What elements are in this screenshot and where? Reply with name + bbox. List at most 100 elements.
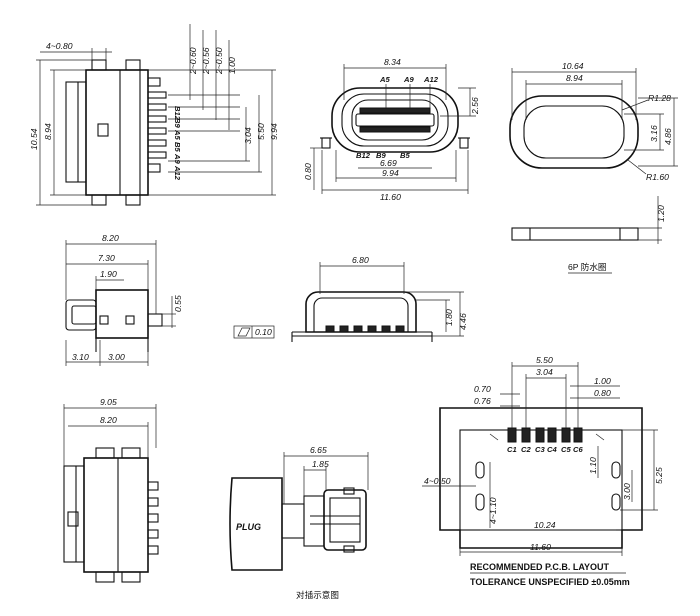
dim-label: 5.25 [654, 467, 664, 484]
dim-label: 10.24 [534, 520, 556, 530]
mounting-slot [611, 493, 621, 511]
tolerance-note: TOLERANCE UNSPECIFIED ±0.05mm [470, 577, 630, 587]
dim-label: 1.85 [312, 459, 329, 469]
front-view: 6.80 1.80 4.46 0.10 [233, 255, 468, 342]
dim-label: 0.70 [474, 384, 491, 394]
dim-label: 3.16 [649, 125, 659, 142]
dim-label: 4.46 [458, 313, 468, 330]
dim-label: 0.80 [303, 163, 313, 180]
housing-outline [85, 69, 149, 196]
pcb-layout-view: C1 C2 C3 C4 C5 C6 5.50 3.04 0.70 0.76 1.… [422, 355, 664, 587]
dim-label: 11.60 [530, 542, 551, 552]
dim-label: 10.64 [562, 61, 584, 71]
pin-label: A12 [423, 75, 439, 84]
pin-label: B12 [356, 151, 371, 160]
flatness-label: 0.10 [255, 327, 272, 337]
dim-label: 4.86 [663, 128, 673, 145]
plug-label: PLUG [236, 522, 261, 532]
dim-label: 2~0.60 [188, 47, 198, 75]
receptacle [323, 489, 367, 551]
pin-label: A5 [379, 75, 390, 84]
dim-label: 9.94 [382, 168, 399, 178]
dim-label: 0.80 [594, 388, 611, 398]
signal-pins [147, 77, 167, 173]
pad-label: C1 [507, 445, 517, 454]
pcb-title: RECOMMENDED P.C.B. LAYOUT [470, 562, 610, 572]
plug-body [229, 477, 283, 571]
tongue [355, 113, 435, 127]
pin-label: A9 [403, 75, 414, 84]
gasket-front-view: 10.64 8.94 R1.28 3.16 4.86 R1.60 [509, 61, 678, 182]
dim-label: 1.90 [100, 269, 117, 279]
dim-label: 4~0.80 [46, 41, 73, 51]
gasket-side-view: 1.20 6P 防水圈 [511, 196, 666, 274]
mounting-slot [475, 461, 485, 479]
flatness-frame [233, 325, 275, 339]
pin-label: A9 [173, 153, 182, 164]
dim-label: 1.80 [444, 309, 454, 326]
dim-label: 1.20 [656, 205, 666, 222]
gasket-inner [523, 105, 625, 159]
side-top-view: B12 B9 A5 B5 A9 A12 4~0.80 10.54 8.94 2~… [29, 24, 279, 206]
dim-label: 1.10 [588, 457, 598, 474]
dim-label: 8.20 [100, 415, 117, 425]
mounting-slot [611, 461, 621, 479]
dim-label: 2~0.50 [214, 47, 224, 75]
dim-label: 8.34 [384, 57, 401, 67]
dim-label: 2~0.56 [201, 47, 211, 75]
side-housing [95, 289, 149, 339]
plug-boss [65, 81, 87, 183]
dim-label: 6.80 [352, 255, 369, 265]
dim-label: 1.00 [594, 376, 611, 386]
dim-label: 8.94 [43, 123, 53, 140]
pad-label: C2 [521, 445, 531, 454]
dim-label: 9.94 [269, 123, 279, 140]
dim-label: 2.56 [470, 97, 480, 115]
side-view: 8.20 7.30 1.90 0.55 3.10 3.00 [65, 233, 183, 366]
pad-label: C4 [547, 445, 557, 454]
pad-label: C5 [561, 445, 571, 454]
latch-window [97, 123, 109, 137]
pin-label: A5 [173, 129, 182, 140]
dim-label: 0.55 [173, 295, 183, 312]
mounting-slot [475, 493, 485, 511]
dim-label: 6.69 [380, 158, 397, 168]
front-pins [325, 325, 405, 333]
pin-label: A12 [173, 165, 182, 181]
dim-label: 3.00 [108, 352, 125, 362]
dim-label: 6.65 [310, 445, 327, 455]
plug-neck [281, 503, 305, 539]
dim-label: 8.20 [102, 233, 119, 243]
mating-view: PLUG 6.65 1.85 对插示意图 [229, 445, 369, 600]
pin-label: B5 [400, 151, 410, 160]
dim-label: 1.00 [227, 57, 237, 74]
dim-label: 9.05 [100, 397, 117, 407]
dim-label: 0.76 [474, 396, 491, 406]
dim-label: 3.04 [536, 367, 553, 377]
dim-label: 10.54 [29, 128, 39, 150]
front-socket-view: A5 A9 A12 B12 B9 B5 8.34 2.56 0.80 6.69 … [303, 57, 480, 202]
gasket-outer [509, 95, 639, 169]
dim-label: 3.04 [243, 127, 253, 144]
dim-label: 7.30 [98, 253, 115, 263]
mating-caption: 对插示意图 [296, 589, 339, 600]
dim-label: 5.50 [536, 355, 553, 365]
dim-label: 8.94 [566, 73, 583, 83]
pcb-pads [507, 427, 583, 443]
dim-label: R1.60 [646, 172, 669, 182]
pin-label: B5 [173, 142, 182, 152]
dim-label: 3.10 [72, 352, 89, 362]
gasket-profile [511, 227, 639, 241]
dim-label: 4~0.50 [424, 476, 451, 486]
bottom-view: 9.05 8.20 [63, 397, 159, 583]
pad-label: C3 [535, 445, 545, 454]
bottom-pins [147, 481, 159, 555]
pin-label: B12 [173, 106, 182, 121]
socket-shell [331, 87, 459, 153]
bottom-housing [83, 457, 149, 573]
dim-label: 5.50 [256, 123, 266, 140]
gasket-caption: 6P 防水圈 [568, 261, 607, 272]
pin-label: B9 [376, 151, 386, 160]
